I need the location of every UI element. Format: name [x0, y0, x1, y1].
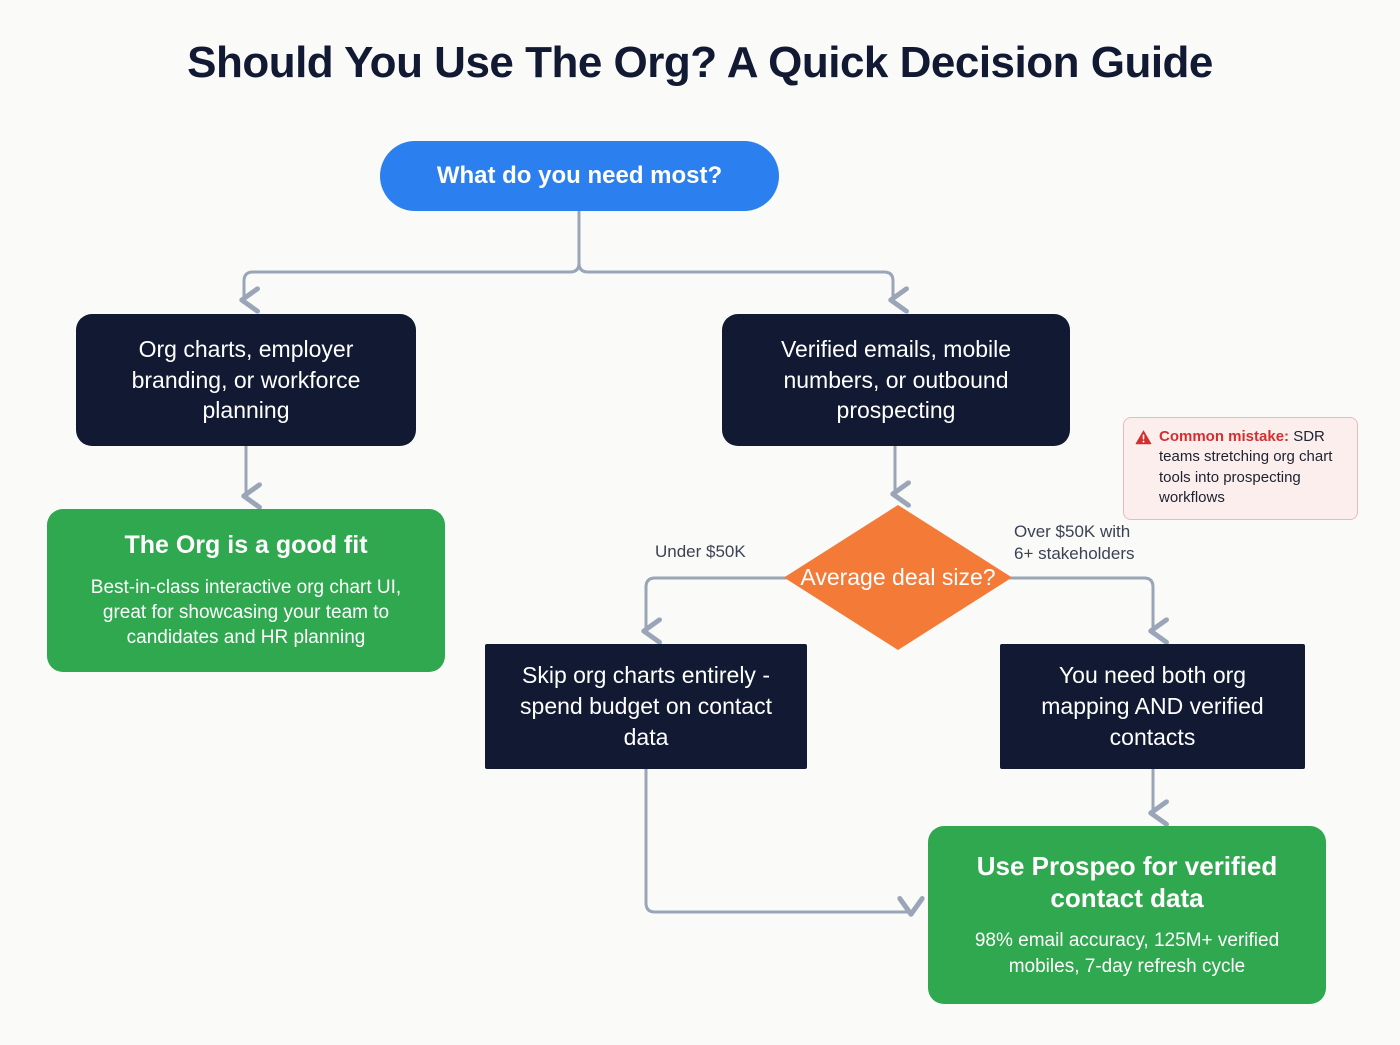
edge-label-over-50k: Over $50K with 6+ stakeholders [1014, 522, 1135, 564]
callout-text: Common mistake: SDR teams stretching org… [1159, 427, 1346, 509]
warning-triangle-icon [1135, 429, 1152, 450]
node-start-question[interactable]: What do you need most? [380, 141, 779, 211]
node-result-the-org[interactable]: The Org is a good fit Best-in-class inte… [47, 509, 445, 672]
start-node-label: What do you need most? [436, 162, 723, 189]
callout-common-mistake: Common mistake: SDR teams stretching org… [1123, 417, 1358, 520]
result-prospeo-title: Use Prospeo for verified contact data [976, 850, 1278, 913]
result-the-org-body: Best-in-class interactive org chart UI, … [90, 576, 402, 649]
node-result-prospeo[interactable]: Use Prospeo for verified contact data 98… [928, 826, 1326, 1004]
branch-prospecting-label: Verified emails, mobile numbers, or outb… [780, 336, 1012, 424]
callout-title: Common mistake: [1159, 428, 1290, 445]
edge-skip-to-prospeo [644, 767, 911, 912]
result-the-org-title: The Org is a good fit [124, 531, 368, 560]
decision-deal-size-label: Average deal size? [800, 563, 996, 590]
result-prospeo-body: 98% email accuracy, 125M+ verified mobil… [974, 930, 1280, 977]
node-decision-deal-size[interactable]: Average deal size? [784, 505, 1012, 650]
outcome-skip-label: Skip org charts entirely - spend budget … [520, 662, 772, 750]
node-outcome-skip-org-charts[interactable]: Skip org charts entirely - spend budget … [485, 644, 807, 769]
node-branch-prospecting[interactable]: Verified emails, mobile numbers, or outb… [722, 314, 1070, 446]
page-title: Should You Use The Org? A Quick Decision… [187, 38, 1213, 87]
edge-label-under-50k: Under $50K [655, 542, 746, 561]
edge-decision-over50k [1008, 576, 1153, 631]
outcome-both-label: You need both org mapping AND verified c… [1041, 662, 1264, 750]
edge-start-to-right [577, 261, 893, 300]
callout-body: SDR teams stretching org chart tools int… [1159, 428, 1333, 507]
edge-start-to-left [244, 261, 581, 300]
branch-org-label: Org charts, employer branding, or workfo… [131, 336, 361, 424]
node-branch-org-charts[interactable]: Org charts, employer branding, or workfo… [76, 314, 416, 446]
edge-decision-under50k [646, 576, 788, 631]
node-outcome-need-both[interactable]: You need both org mapping AND verified c… [1000, 644, 1305, 769]
